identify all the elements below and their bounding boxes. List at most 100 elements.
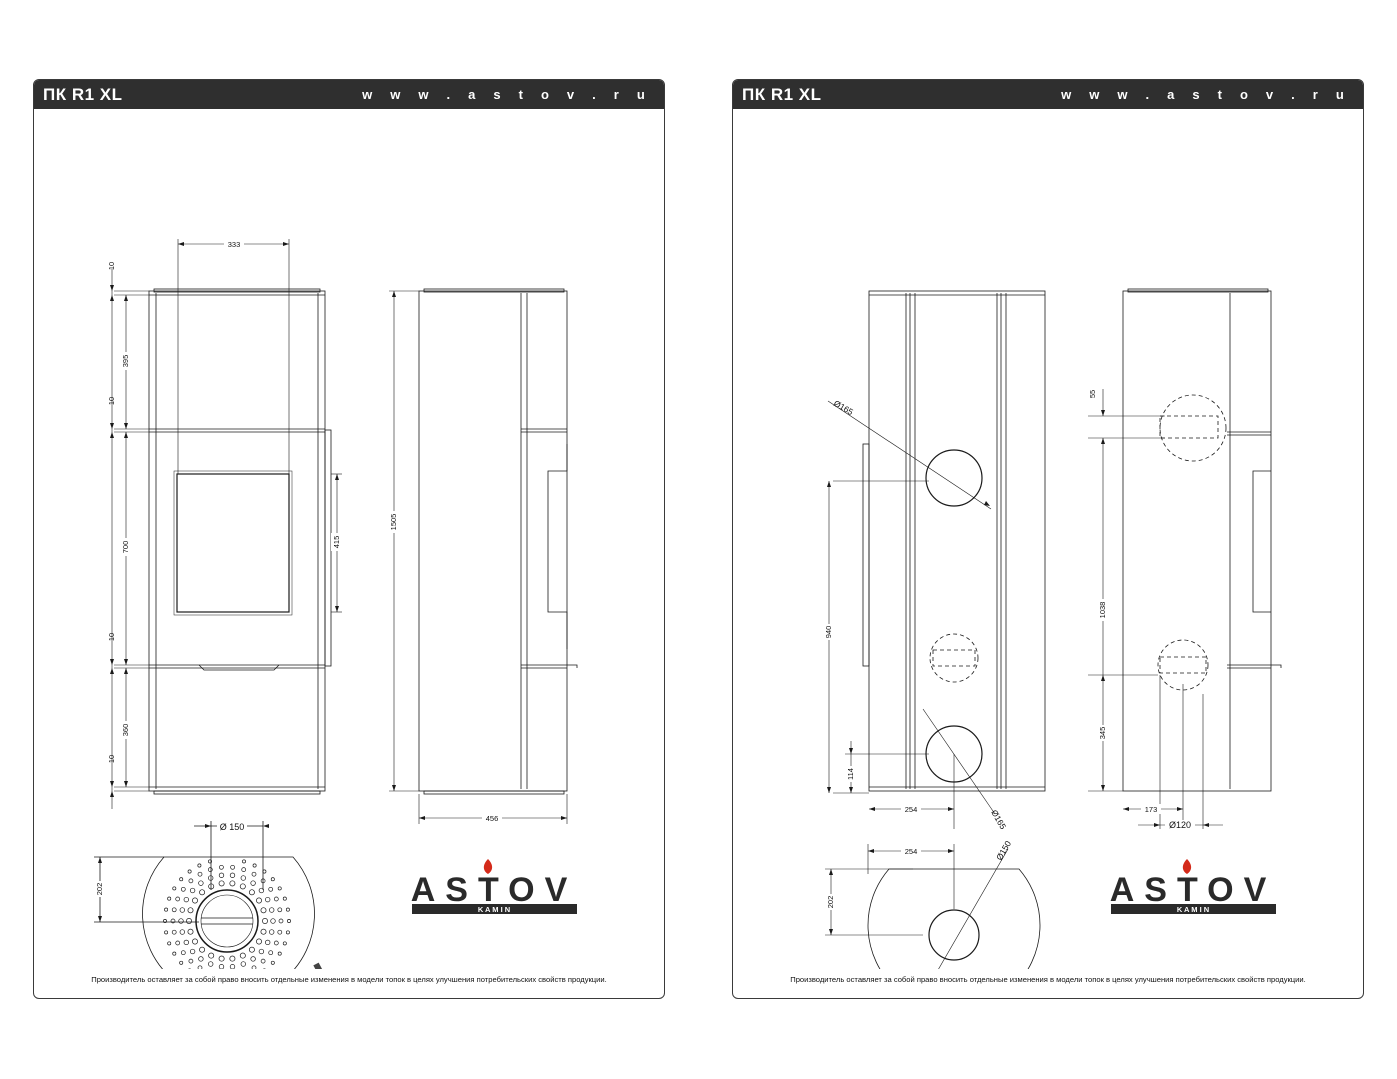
perforation-hole [187, 907, 194, 914]
dim-glass: 415 [332, 536, 341, 549]
perforation-hole [277, 907, 283, 913]
perforation-hole [273, 896, 279, 902]
perforation-hole [282, 941, 287, 946]
front-view-outline [148, 290, 326, 792]
perforation-hole [171, 929, 177, 935]
disclaimer-footer: Производитель оставляет за собой право в… [790, 975, 1306, 984]
side-view-outline [418, 290, 568, 792]
perforation-hole [270, 918, 276, 924]
dim-depth: 456 [486, 814, 499, 823]
perforation-hole [208, 961, 214, 967]
technical-drawing-right: Ø165 940 114 254 Ø165 55 1038 345 173 Ø1… [823, 288, 1282, 969]
perforation-hole [186, 918, 192, 924]
perforation-hole [189, 887, 196, 894]
flame-icon [483, 859, 493, 874]
perforation-hole [262, 869, 267, 874]
dim-total-height: 1505 [389, 514, 398, 531]
perforation-hole [229, 880, 236, 887]
perforation-hole [197, 863, 202, 868]
perforation-hole [258, 887, 265, 894]
logo-brand: ASTOV [1110, 871, 1277, 909]
perforation-hole [179, 877, 184, 882]
perforation-hole [187, 928, 194, 935]
dim-gap-top: 10 [107, 262, 116, 270]
logo-sub: K A M I N [1177, 905, 1209, 914]
dim-lower-circle: Ø165 [989, 808, 1008, 831]
perforation-hole [287, 919, 291, 923]
perforation-hole [199, 946, 206, 953]
logo-brand: ASTOV [411, 871, 578, 909]
drawing-sheet-left: ПК R1 XL w w w . a s t o v . r u [33, 79, 665, 999]
perforation-hole [239, 883, 246, 890]
flame-icon [1182, 859, 1192, 874]
dim-top-width: 333 [228, 240, 241, 249]
perforation-hole [260, 907, 267, 914]
perforation-hole [252, 863, 257, 868]
perforation-hole [285, 930, 290, 935]
perforation-hole [164, 907, 169, 912]
perforation-hole [192, 938, 198, 945]
perforation-hole [208, 952, 215, 959]
perforation-hole [240, 961, 246, 967]
perforation-hole [218, 880, 225, 887]
perforation-hole [282, 896, 287, 901]
perforation-hole [208, 883, 215, 890]
perforation-hole [197, 965, 203, 969]
perforation-hole [248, 889, 255, 896]
rear-view [862, 290, 1046, 792]
website-url: w w w . a s t o v . r u [1061, 87, 1351, 102]
drawing-sheet-right: ПК R1 XL w w w . a s t o v . r u [732, 79, 1364, 999]
perforation-hole [199, 889, 206, 896]
perforation-hole [170, 918, 176, 924]
dim-outlet: Ø 150 [220, 822, 245, 832]
perforation-hole [167, 896, 172, 901]
perforation-hole [250, 880, 256, 886]
disclaimer-footer: Производитель оставляет за собой право в… [91, 975, 607, 984]
dim-plan-202: 202 [826, 896, 835, 909]
model-title: ПК R1 XL [43, 85, 123, 104]
perforation-hole [285, 907, 290, 912]
perforation-hole [208, 859, 212, 864]
perforation-hole [277, 886, 282, 891]
dim-side-1038: 1038 [1098, 602, 1107, 619]
perforation-hole [278, 918, 284, 924]
astov-logo: ASTOV K A M I N [1110, 859, 1277, 914]
perforation-hole [239, 952, 246, 959]
dim-side-55: 55 [1088, 390, 1097, 398]
front-glass-door [176, 473, 290, 613]
perforation-hole [242, 859, 246, 864]
dim-middle: 700 [121, 541, 130, 554]
perforation-hole [260, 958, 266, 964]
perforation-hole [198, 956, 204, 962]
perforation-hole [258, 948, 265, 955]
perforation-hole [269, 907, 275, 913]
dim-plan-offset: 202 [95, 883, 104, 896]
side-view-right [1122, 288, 1282, 792]
perforation-hole [171, 907, 177, 913]
perforation-hole [218, 955, 225, 962]
perforation-hole [256, 938, 262, 945]
perforation-hole [179, 929, 185, 935]
sheet-header: ПК R1 XL w w w . a s t o v . r u [34, 80, 664, 109]
perforation-hole [183, 939, 189, 946]
perforation-hole [198, 880, 204, 886]
plan-view-right [867, 868, 1041, 969]
perforation-hole [265, 896, 271, 903]
plan-view-left [94, 821, 323, 969]
model-title: ПК R1 XL [742, 85, 822, 104]
dim-gap-mid: 10 [107, 397, 116, 405]
perforation-hole [277, 951, 282, 956]
dim-offset-254: 254 [905, 805, 918, 814]
perforation-hole [189, 948, 196, 955]
perforation-hole [178, 918, 184, 924]
perforation-hole [248, 946, 255, 953]
dim-lower: 360 [121, 724, 130, 737]
dim-height-114: 114 [846, 768, 855, 780]
perforation-hole [256, 897, 262, 904]
perforation-hole [207, 867, 213, 872]
perforation-hole [179, 907, 185, 913]
perforation-hole [218, 964, 225, 969]
dim-upper-circle: Ø165 [832, 398, 855, 417]
perforation-hole [164, 930, 169, 935]
dim-side-inlet: Ø120 [1169, 820, 1191, 830]
